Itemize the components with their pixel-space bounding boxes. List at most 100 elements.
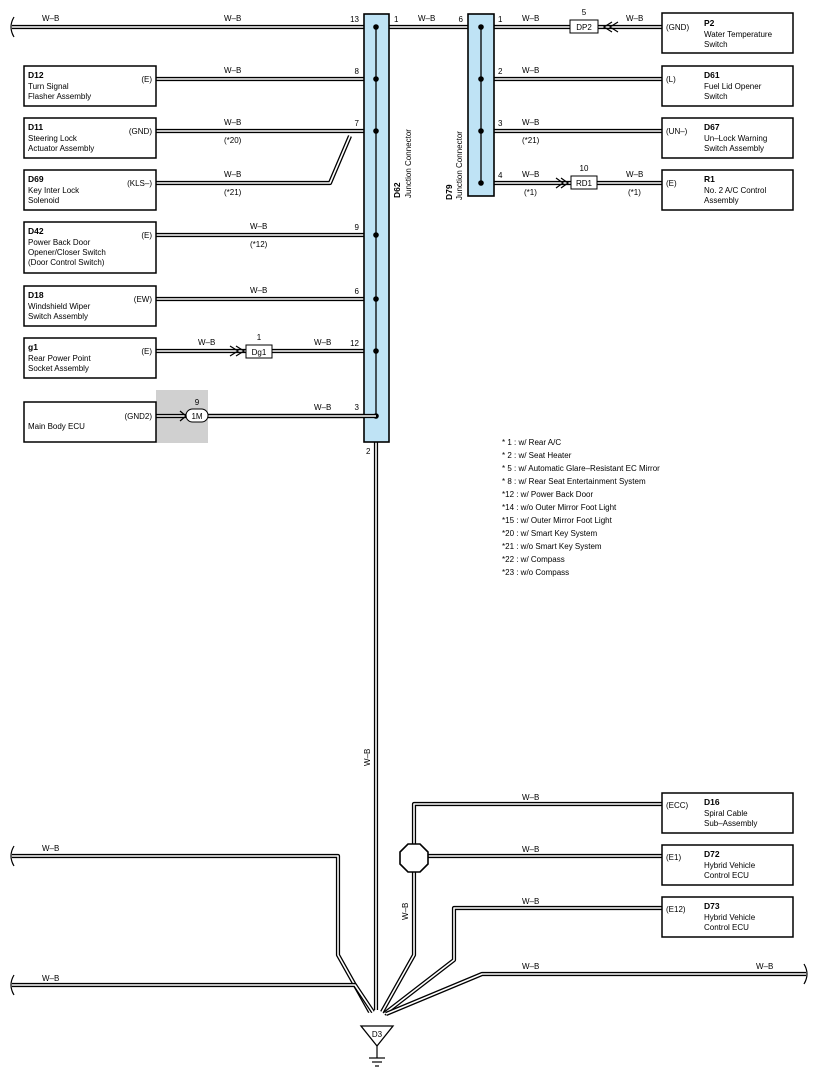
component-d67: (UN–) D67 Un–Lock Warning Switch Assembl… [661, 117, 794, 159]
component-d72: (E1) D72 Hybrid Vehicle Control ECU [661, 844, 794, 886]
wire-label: W–B [224, 14, 241, 23]
d79-pin-4: 4 [498, 171, 503, 180]
component-d12-terminal: (E) [141, 75, 152, 84]
component-d16-line: Spiral Cable [704, 809, 748, 818]
connector-dp2: DP2 5 [569, 8, 619, 34]
wire-break-marks [10, 16, 808, 996]
component-d61: (L) D61 Fuel Lid Opener Switch [661, 65, 794, 107]
wire-label: W–B [522, 14, 539, 23]
junction-d79-name: Junction Connector [455, 131, 464, 200]
connector-1m-id: 1M [191, 412, 202, 421]
component-d11-terminal: (GND) [129, 127, 152, 136]
d62-pin-8: 8 [355, 67, 360, 76]
wire-splice-ground [380, 856, 417, 1014]
note-item: * 2 : w/ Seat Heater [502, 451, 572, 460]
component-g1-id: g1 [28, 342, 38, 352]
component-d18-line: Switch Assembly [28, 312, 88, 321]
wire-label: W–B [522, 118, 539, 127]
component-p2-line: Switch [704, 40, 728, 49]
component-d16-terminal: (ECC) [666, 801, 689, 810]
connector-1m-pin: 9 [195, 398, 200, 407]
wire-note: (*21) [522, 136, 540, 145]
wire-note: (*1) [628, 188, 641, 197]
wire-label: W–B [522, 66, 539, 75]
component-main-body-ecu: Main Body ECU (GND2) [23, 401, 157, 443]
component-g1-terminal: (E) [141, 347, 152, 356]
component-d69-line: Key Inter Lock [28, 186, 80, 195]
component-d73: (E12) D73 Hybrid Vehicle Control ECU [661, 896, 794, 938]
connector-rd1-pin: 10 [580, 164, 589, 173]
d62-pin-9: 9 [355, 223, 360, 232]
d62-pin-2: 2 [366, 447, 371, 456]
note-item: * 1 : w/ Rear A/C [502, 438, 561, 447]
component-d11-id: D11 [28, 122, 43, 132]
component-d73-terminal: (E12) [666, 905, 686, 914]
note-item: *14 : w/o Outer Mirror Foot Light [502, 503, 617, 512]
component-d12-line: Flasher Assembly [28, 92, 91, 101]
wire-label: W–B [522, 170, 539, 179]
note-item: * 8 : w/ Rear Seat Entertainment System [502, 477, 646, 486]
junction-dots [373, 24, 484, 419]
component-p2-id: P2 [704, 18, 715, 28]
note-item: * 5 : w/ Automatic Glare–Resistant EC Mi… [502, 464, 660, 473]
component-r1: (E) R1 No. 2 A/C Control Assembly [661, 169, 794, 211]
component-d67-line: Un–Lock Warning [704, 134, 767, 143]
d62-pin-3: 3 [355, 403, 360, 412]
d79-pin-2: 2 [498, 67, 503, 76]
wire-note: (*20) [224, 136, 242, 145]
component-p2-line: Water Temperature [704, 30, 773, 39]
component-d18: D18 Windshield Wiper Switch Assembly (EW… [23, 285, 157, 327]
connector-rd1: RD1 10 [555, 164, 598, 190]
component-d12: D12 Turn Signal Flasher Assembly (E) [23, 65, 157, 107]
wire-label: W–B [42, 844, 59, 853]
wire-note: (*1) [524, 188, 537, 197]
d62-pin-12: 12 [350, 339, 359, 348]
component-d69-id: D69 [28, 174, 44, 184]
component-d11-line: Steering Lock [28, 134, 78, 143]
wire-label: W–B [314, 403, 331, 412]
d62-pins: 13 1 8 7 9 6 12 3 2 [350, 15, 399, 456]
d79-pin-6: 6 [459, 15, 464, 24]
component-d16-id: D16 [704, 797, 720, 807]
wire-lower-left-1 [12, 853, 372, 1014]
wire-label: W–B [626, 170, 643, 179]
wire-label: W–B [522, 845, 539, 854]
wire-label-vertical: W–B [401, 903, 410, 920]
connector-dp2-id: DP2 [576, 23, 592, 32]
connector-dg1-id: Dg1 [252, 348, 267, 357]
d79-pin-3: 3 [498, 119, 503, 128]
component-d16: (ECC) D16 Spiral Cable Sub–Assembly [661, 792, 794, 834]
connector-dp2-pin: 5 [582, 8, 587, 17]
component-d67-terminal: (UN–) [666, 127, 688, 136]
component-d73-line: Control ECU [704, 923, 749, 932]
wire-label: W–B [314, 338, 331, 347]
wire-label: W–B [42, 14, 59, 23]
component-p2-terminal: (GND) [666, 23, 689, 32]
wire-notes: (*20) (*21) (*12) (*21) (*1) (*1) [224, 136, 641, 249]
component-d73-id: D73 [704, 901, 720, 911]
wire-label: W–B [42, 974, 59, 983]
wire-label: W–B [224, 66, 241, 75]
splice-octagon [399, 843, 429, 873]
component-d16-line: Sub–Assembly [704, 819, 757, 828]
component-g1: g1 Rear Power Point Socket Assembly (E) [23, 337, 157, 379]
connector-1m: 1M 9 [156, 390, 376, 443]
notes-legend: * 1 : w/ Rear A/C * 2 : w/ Seat Heater *… [502, 438, 660, 577]
component-d18-line: Windshield Wiper [28, 302, 91, 311]
wire-d69 [156, 135, 352, 186]
connector-dg1: Dg1 1 [229, 333, 273, 359]
ground-d3-label: D3 [372, 1030, 383, 1039]
wire-lower-right [385, 971, 806, 1016]
component-r1-line: No. 2 A/C Control [704, 186, 766, 195]
component-d42-line: Power Back Door [28, 238, 91, 247]
d62-pin-1: 1 [394, 15, 399, 24]
wire-lower-left-2 [12, 982, 375, 1014]
component-d18-id: D18 [28, 290, 44, 300]
component-d61-id: D61 [704, 70, 720, 80]
component-d61-terminal: (L) [666, 75, 676, 84]
component-d11-line: Actuator Assembly [28, 144, 94, 153]
d62-pin-6: 6 [355, 287, 360, 296]
junction-d62-id: D62 [392, 182, 402, 198]
component-d67-id: D67 [704, 122, 720, 132]
wire-label: W–B [522, 793, 539, 802]
